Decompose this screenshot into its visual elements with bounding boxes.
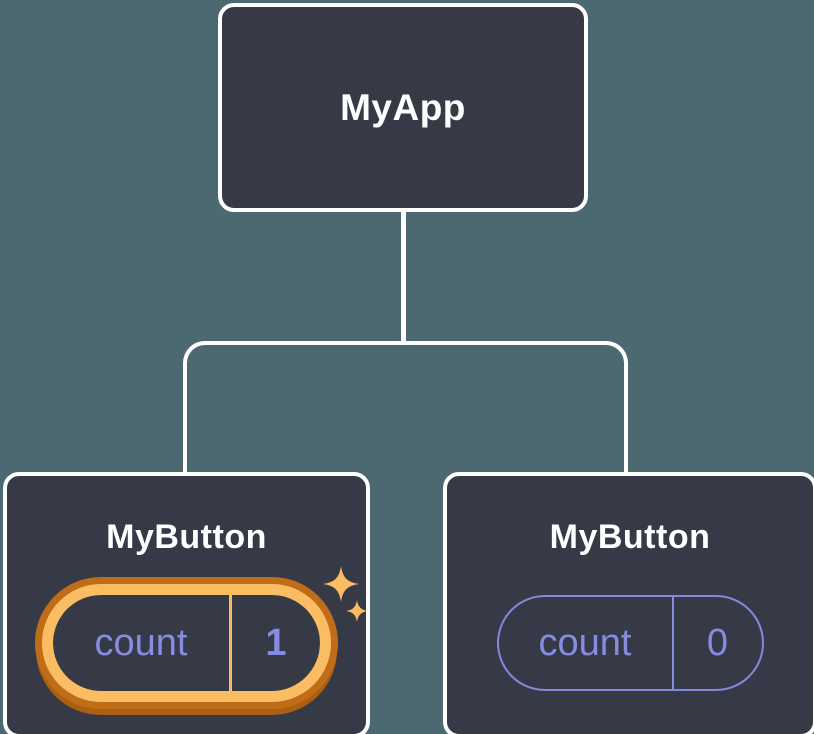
state-key-label: count	[538, 621, 632, 664]
node-mybutton-right: MyButton count 0	[443, 472, 814, 734]
state-value: 1	[265, 621, 287, 664]
connector-stem	[401, 210, 406, 343]
connector-branch	[183, 341, 628, 472]
state-pill: count 0	[496, 595, 764, 691]
state-pill-divider	[671, 597, 674, 689]
node-mybutton-left: MyButton count 1	[3, 472, 370, 734]
node-myapp: MyApp	[218, 3, 588, 212]
state-pill-highlighted: count 1	[53, 595, 320, 691]
node-mybutton-left-label: MyButton	[106, 518, 267, 556]
state-key-label: count	[94, 621, 188, 664]
node-myapp-label: MyApp	[340, 86, 466, 128]
node-mybutton-right-label: MyButton	[549, 518, 711, 556]
sparkle-icon	[323, 566, 368, 622]
state-value: 0	[706, 621, 729, 664]
state-pill-divider	[229, 595, 232, 691]
